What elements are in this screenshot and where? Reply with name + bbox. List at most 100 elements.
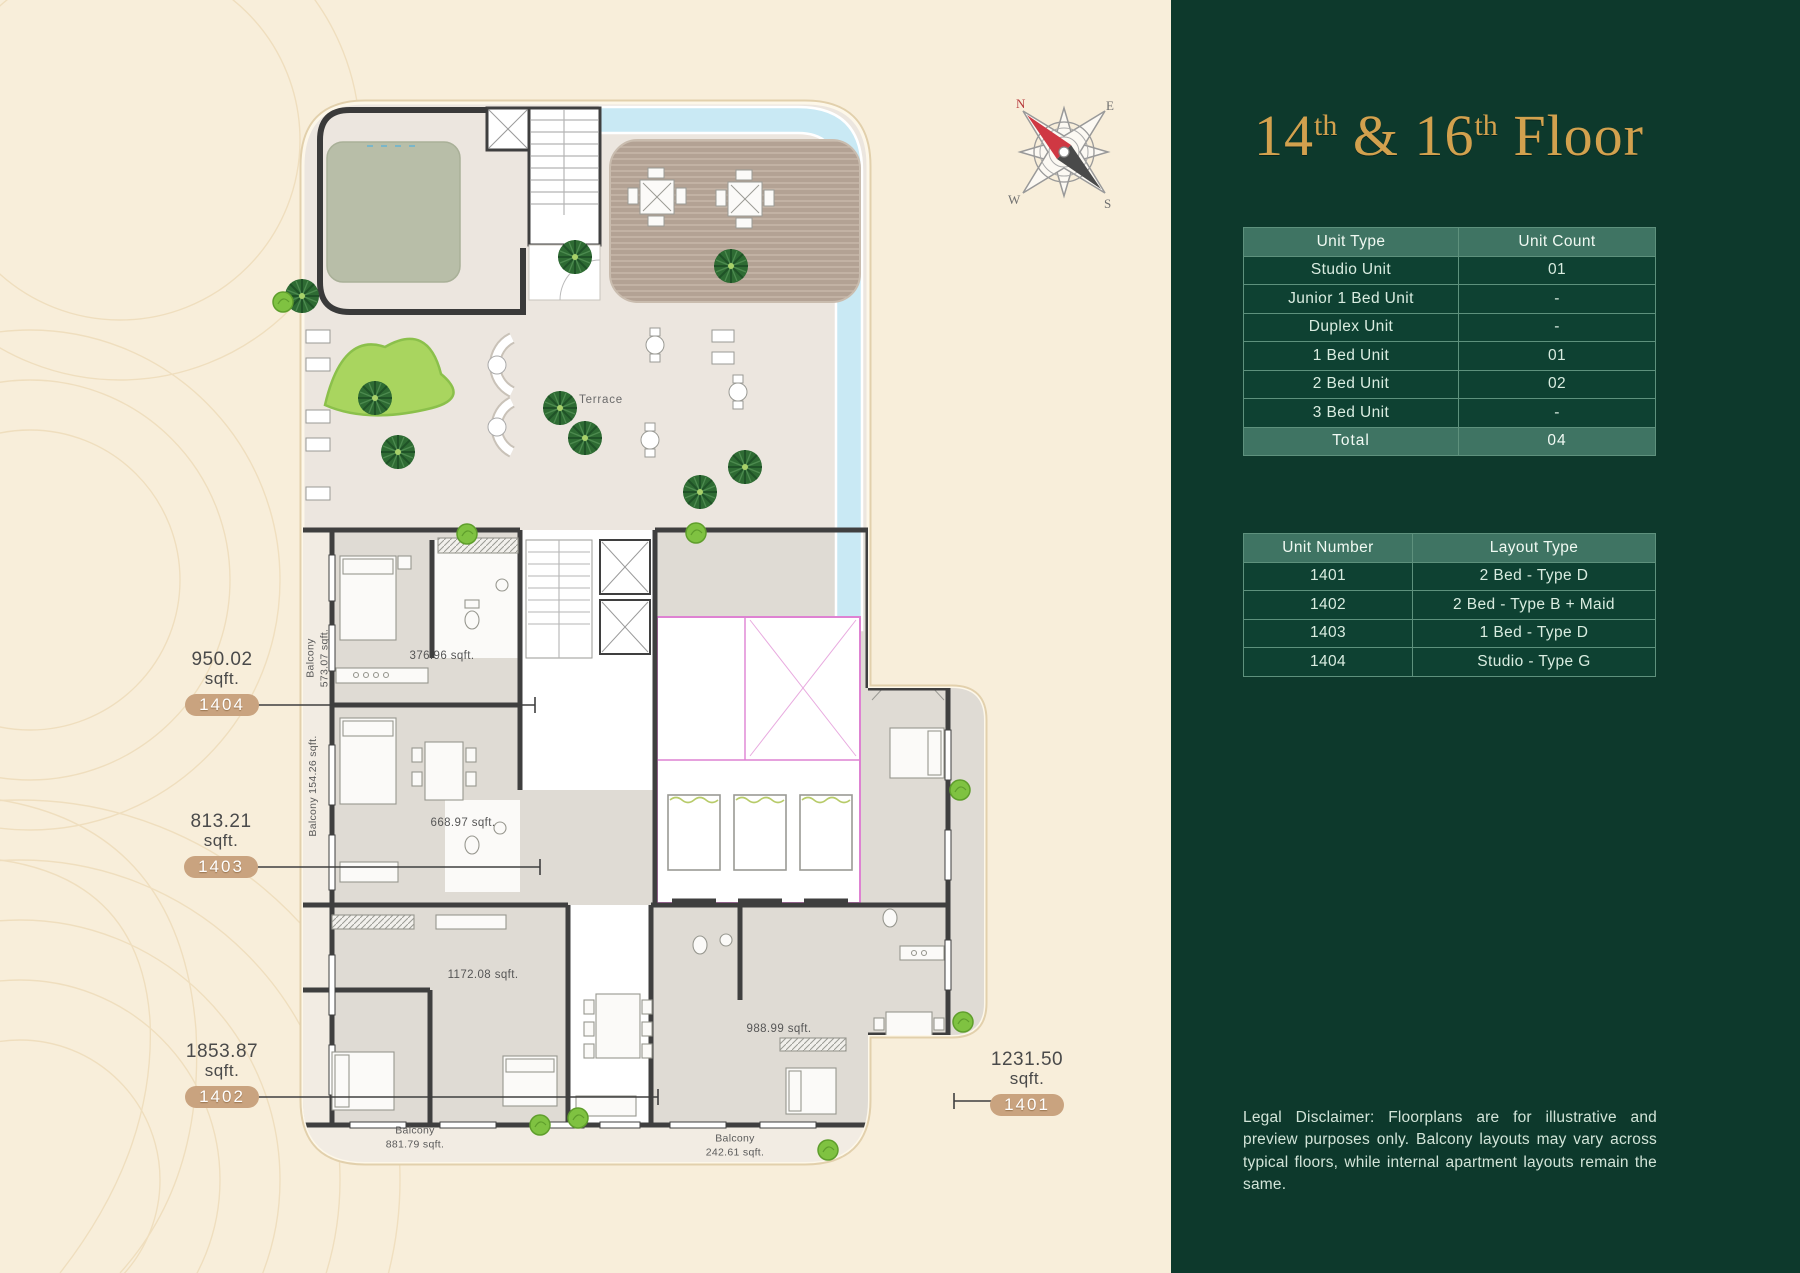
unit-area-unit: sqft. <box>204 1060 240 1080</box>
unit-number-cell: 1404 <box>1243 647 1413 677</box>
unit-type-cell: 1 Bed Unit <box>1243 341 1459 371</box>
balcony-name: Balcony <box>715 1132 755 1145</box>
balcony-area: 573.07 sqft. <box>318 628 330 688</box>
compass-label-n: N <box>1016 96 1026 111</box>
compass-label-e: E <box>1106 98 1114 113</box>
unit-count-cell: - <box>1458 312 1656 342</box>
table-row: 2 Bed Unit 02 <box>1243 369 1656 399</box>
leader-lines <box>246 697 1003 1109</box>
compass-label-s: S <box>1104 196 1111 211</box>
compass-rose: N E W S <box>1008 96 1114 211</box>
unit-count-cell: - <box>1458 398 1656 428</box>
unit-number-cell: 1401 <box>1243 561 1413 591</box>
green-roof-square <box>326 141 461 283</box>
col-header-unit-number: Unit Number <box>1243 533 1413 563</box>
room-area-label: 376.96 sqft. <box>409 650 475 662</box>
info-panel: 14th & 16th Floor Unit Type Unit Count S… <box>1171 0 1800 1273</box>
balcony-area: 881.79 sqft. <box>385 1138 445 1150</box>
legal-disclaimer: Legal Disclaimer: Floorplans are for ill… <box>1243 1107 1657 1196</box>
unit-callout-1401: 1231.50 sqft. 1401 <box>962 1050 1092 1116</box>
unit-count-table: Unit Type Unit Count Studio Unit 01 Juni… <box>1243 227 1656 456</box>
balcony-label: Balcony 573.07 sqft. <box>304 629 331 687</box>
unit-number-badge: 1401 <box>990 1093 1064 1116</box>
table-row: 1402 2 Bed - Type B + Maid <box>1243 590 1656 620</box>
green-mound <box>323 337 455 417</box>
col-header-layout-type: Layout Type <box>1412 533 1656 563</box>
bathroom-1404 <box>432 540 520 658</box>
balcony-area: 242.61 sqft. <box>705 1146 765 1158</box>
unit-area-unit: sqft. <box>203 830 239 850</box>
table-row: Studio Unit 01 <box>1243 255 1656 285</box>
pink-core <box>656 616 861 904</box>
unit-area-unit: sqft. <box>204 668 240 688</box>
col-header-unit-type: Unit Type <box>1243 227 1459 257</box>
disclaimer-text: Floorplans are for illustrative and prev… <box>1243 1109 1657 1193</box>
balcony-name: Balcony <box>307 797 320 837</box>
deck-table <box>715 169 775 229</box>
unit-type-cell: 2 Bed Unit <box>1243 369 1459 399</box>
unit-count-cell: - <box>1458 284 1656 314</box>
balcony-label: Balcony 242.61 sqft. <box>706 1132 764 1159</box>
table-row: 1404 Studio - Type G <box>1243 647 1656 677</box>
unit-area-value: 1853.87 <box>185 1041 259 1062</box>
unit-area-value: 1231.50 <box>990 1049 1064 1070</box>
room-area-label: 988.99 sqft. <box>746 1023 812 1035</box>
table-total-row: Total 04 <box>1243 426 1656 456</box>
terrace-label: Terrace <box>579 394 623 406</box>
floorplan-drawing <box>0 0 1003 1273</box>
disclaimer-label: Legal Disclaimer: <box>1243 1109 1375 1126</box>
balcony-left <box>303 530 332 1125</box>
deck-table <box>627 167 687 227</box>
unit-area-unit: sqft. <box>1009 1068 1045 1088</box>
curved-bench <box>487 332 516 458</box>
stairs <box>527 106 602 301</box>
table-header-row: Unit Type Unit Count <box>1243 227 1656 257</box>
room-area-label: 668.97 sqft. <box>430 817 496 829</box>
page-title: 14th & 16th Floor <box>1243 102 1655 169</box>
unit-layout-table: Unit Number Layout Type 1401 2 Bed - Typ… <box>1243 533 1656 677</box>
unit-type-cell: Studio Unit <box>1243 255 1459 285</box>
table-row: 1403 1 Bed - Type D <box>1243 618 1656 648</box>
compass-needle-south <box>1057 145 1101 189</box>
unit-count-cell: 02 <box>1458 369 1656 399</box>
total-label-cell: Total <box>1243 426 1459 456</box>
compass-label-w: W <box>1008 192 1021 207</box>
contour-lines <box>0 0 401 1273</box>
unit-type-cell: Junior 1 Bed Unit <box>1243 284 1459 314</box>
windows <box>328 554 952 1129</box>
unit-area-value: 950.02 <box>191 649 253 670</box>
balcony-area: 154.26 sqft. <box>307 735 320 794</box>
balcony-label: Balcony 154.26 sqft. <box>307 735 321 836</box>
title-rest: Floor <box>1497 103 1644 168</box>
unit-number-cell: 1402 <box>1243 590 1413 620</box>
table-row: 1401 2 Bed - Type D <box>1243 561 1656 591</box>
terrace-wall <box>317 107 526 315</box>
terrace-loungers <box>305 329 331 501</box>
title-number: 16 <box>1414 103 1475 168</box>
elevator <box>485 106 531 152</box>
unit-callout-1402: 1853.87 sqft. 1402 <box>157 1042 287 1108</box>
layout-type-cell: 2 Bed - Type D <box>1412 561 1656 591</box>
col-header-unit-count: Unit Count <box>1458 227 1656 257</box>
balcony-label: Balcony 881.79 sqft. <box>386 1124 444 1151</box>
unit-number-cell: 1403 <box>1243 618 1413 648</box>
unit-number-badge: 1404 <box>185 693 259 716</box>
bathroom-1403 <box>445 800 520 892</box>
unit-type-cell: Duplex Unit <box>1243 312 1459 342</box>
table-row: 3 Bed Unit - <box>1243 398 1656 428</box>
unit-number-badge: 1402 <box>185 1085 259 1108</box>
table-row: Duplex Unit - <box>1243 312 1656 342</box>
title-ordinal: th <box>1314 109 1338 142</box>
unit-callout-1404: 950.02 sqft. 1404 <box>157 650 287 716</box>
table-row: Junior 1 Bed Unit - <box>1243 284 1656 314</box>
layout-type-cell: 1 Bed - Type D <box>1412 618 1656 648</box>
unit-count-cell: 01 <box>1458 255 1656 285</box>
balcony-name: Balcony <box>395 1124 435 1137</box>
layout-type-cell: 2 Bed - Type B + Maid <box>1412 590 1656 620</box>
unit-number-badge: 1403 <box>184 855 258 878</box>
unit-type-cell: 3 Bed Unit <box>1243 398 1459 428</box>
unit-area-value: 813.21 <box>190 811 252 832</box>
table-row: 1 Bed Unit 01 <box>1243 341 1656 371</box>
title-amp: & <box>1337 103 1415 168</box>
